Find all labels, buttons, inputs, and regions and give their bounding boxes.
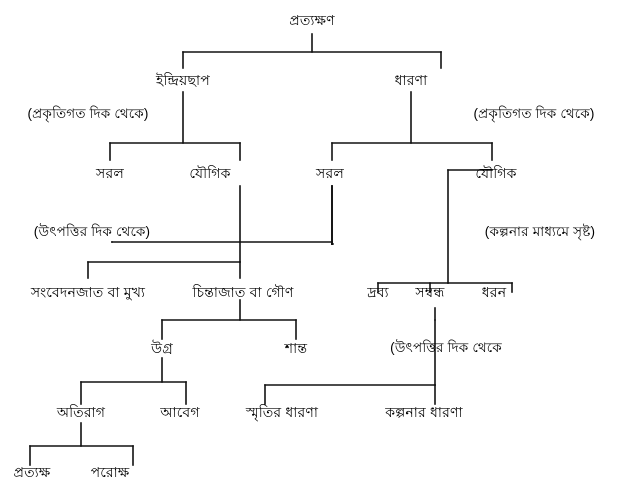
node-impression: ইন্দ্রিয়ছাপ (156, 71, 210, 88)
node-compound-left: যৌগিক (189, 164, 231, 181)
node-memory-idea: স্মৃতির ধারণা (245, 403, 319, 420)
node-compound-right: যৌগিক (475, 164, 517, 181)
node-relation: সম্বন্ধ (415, 283, 445, 300)
annotation-nature-right: (প্রকৃতিগত দিক থেকে) (473, 106, 595, 122)
node-indirect: পরোক্ষ (90, 463, 130, 480)
node-idea: ধারণা (394, 71, 428, 88)
annotation-origin-left: (উৎপত্তির দিক থেকে) (33, 224, 151, 240)
node-sensation-primary: সংবেদনজাত বা মুখ্য (30, 283, 146, 300)
node-direct: প্রত্যক্ষ (13, 463, 51, 480)
node-violent: উগ্র (151, 339, 173, 356)
node-root: প্রত্যক্ষণ (289, 11, 335, 28)
node-thought-secondary: চিন্তাজাত বা গৌণ (192, 283, 294, 300)
annotation-imagination-created: (কল্পনার মাধ্যমে সৃষ্ট) (484, 224, 596, 240)
node-calm: শান্ত (284, 339, 308, 356)
node-simple-right: সরল (316, 164, 344, 181)
node-excess-passion: অতিরাগ (56, 403, 106, 420)
node-simple-left: সরল (96, 164, 124, 181)
node-mode: ধরন (481, 283, 507, 300)
annotation-nature-left: (প্রকৃতিগত দিক থেকে) (27, 106, 149, 122)
node-imagination-idea: কল্পনার ধারণা (385, 403, 463, 420)
node-emotion: আবেগ (160, 403, 200, 420)
node-substance: দ্রব্য (367, 283, 389, 300)
annotation-origin-right: (উৎপত্তির দিক থেকে (390, 340, 502, 356)
